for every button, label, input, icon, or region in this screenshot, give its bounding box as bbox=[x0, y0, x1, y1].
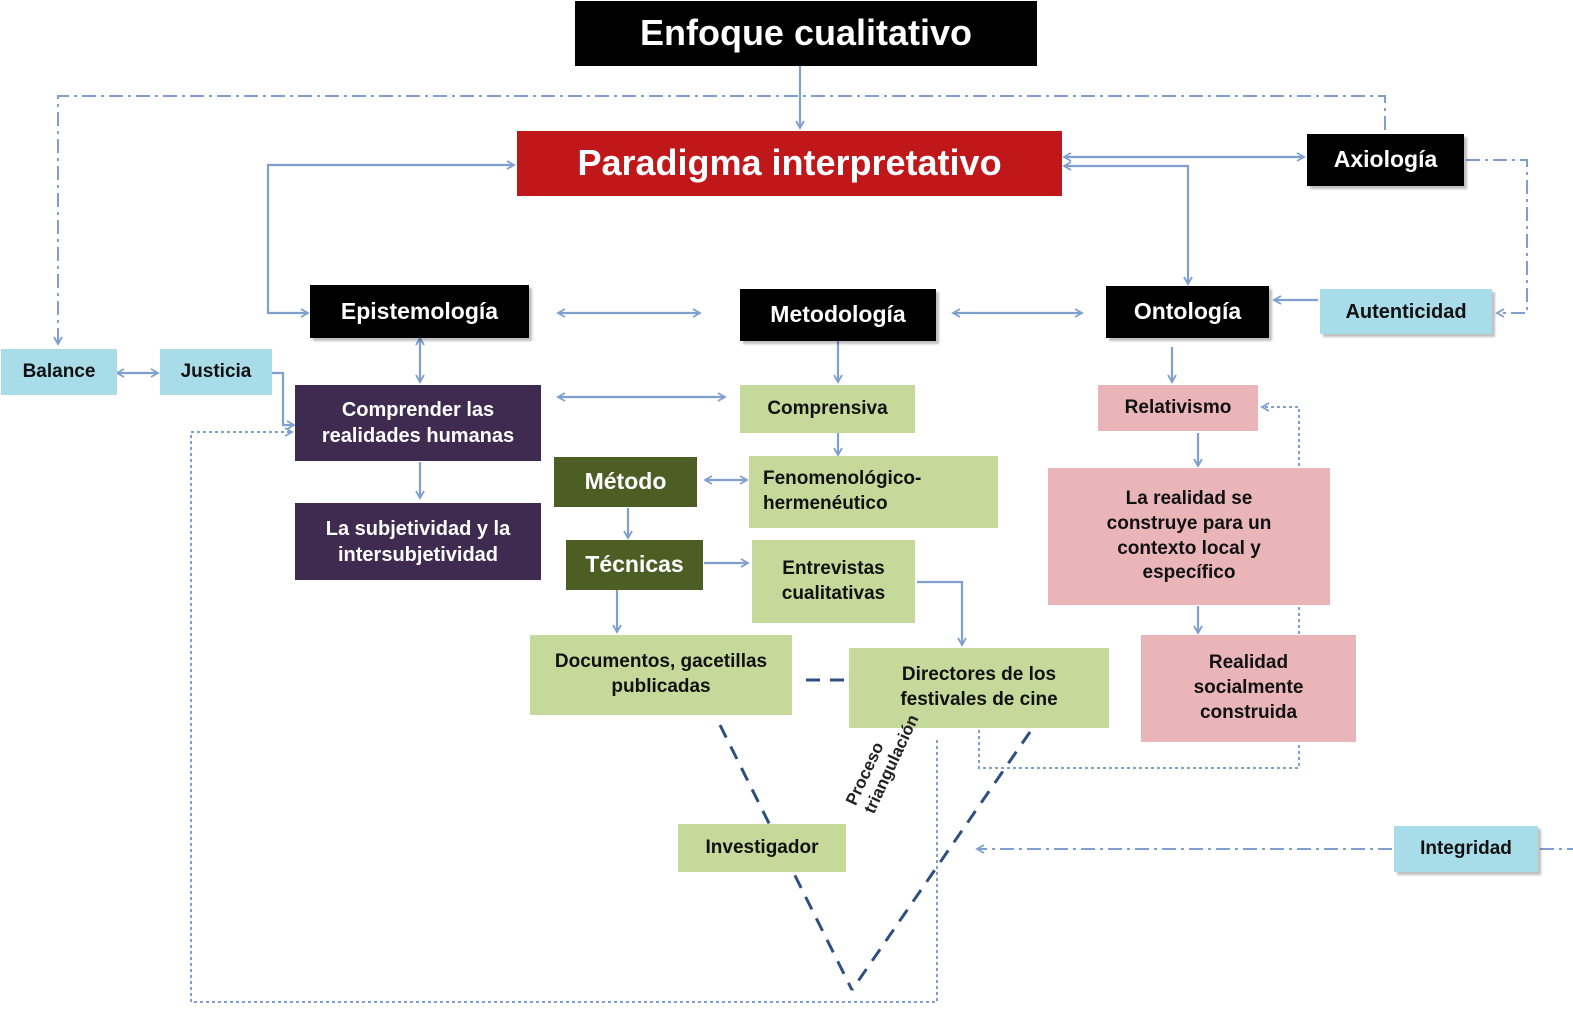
justice-box: Justicia bbox=[160, 349, 272, 395]
epistemology-box: Epistemología bbox=[310, 285, 529, 338]
title-box: Enfoque cualitativo bbox=[575, 1, 1037, 66]
documents-box: Documentos, gacetillas publicadas bbox=[530, 635, 792, 715]
documents-label: Documentos, gacetillas publicadas bbox=[554, 651, 768, 697]
understand-box: Comprender las realidades humanas bbox=[295, 385, 541, 461]
method-box: Método bbox=[554, 457, 697, 507]
ontology-label: Ontología bbox=[1133, 298, 1242, 325]
reality-constructed-label: La realidad se construye para un context… bbox=[1106, 488, 1272, 584]
reality-constructed-box: La realidad se construye para un context… bbox=[1048, 468, 1330, 605]
axiology-label: Axiología bbox=[1333, 146, 1438, 173]
methodology-box: Metodología bbox=[740, 289, 936, 341]
arrow-paradigm-ontology bbox=[1062, 161, 1193, 286]
paradigm-label: Paradigma interpretativo bbox=[577, 142, 1002, 184]
social-reality-box: Realidad socialmente construida bbox=[1141, 635, 1356, 742]
directors-label: Directores de los festivales de cine bbox=[900, 664, 1058, 710]
techniques-box: Técnicas bbox=[566, 540, 703, 590]
relativism-label: Relativismo bbox=[1124, 396, 1232, 418]
interviews-label: Entrevistas cualitativas bbox=[781, 557, 886, 604]
integridad-box: Integridad bbox=[1394, 826, 1538, 872]
integridad-label: Integridad bbox=[1420, 837, 1512, 859]
title: Enfoque cualitativo bbox=[639, 12, 973, 54]
researcher-box: Investigador bbox=[678, 824, 846, 872]
relativism-box: Relativismo bbox=[1098, 385, 1258, 431]
comprehensive-label: Comprensiva bbox=[767, 397, 888, 419]
social-reality-label: Realidad socialmente construida bbox=[1193, 652, 1304, 723]
arrow-justice-understand bbox=[272, 371, 296, 430]
comprehensive-box: Comprensiva bbox=[740, 385, 915, 433]
paradigm-box: Paradigma interpretativo bbox=[517, 131, 1062, 196]
justice-label: Justicia bbox=[180, 360, 252, 382]
balance-label: Balance bbox=[22, 360, 96, 382]
autenticidad-box: Autenticidad bbox=[1320, 289, 1492, 334]
understand-label: Comprender las realidades humanas bbox=[321, 399, 515, 447]
epistemology-label: Epistemología bbox=[340, 297, 499, 324]
dashdot-axiology-autenticidad bbox=[1466, 159, 1528, 318]
arrow-paradigm-epistemology bbox=[266, 160, 516, 318]
axiology-box: Axiología bbox=[1307, 134, 1464, 186]
dotted-loop-understand bbox=[190, 427, 938, 1003]
fenomenologico-box: Fenomenológico-hermenéutico bbox=[749, 456, 998, 528]
researcher-label: Investigador bbox=[705, 836, 819, 858]
dashdot-axiology-balance bbox=[53, 95, 1386, 346]
subjectivity-box: La subjetividad y la intersubjetividad bbox=[295, 503, 541, 580]
techniques-label: Técnicas bbox=[585, 551, 684, 578]
dotted-loop-relativism bbox=[978, 402, 1300, 769]
triangulation-right-leg bbox=[850, 731, 1032, 991]
method-label: Método bbox=[584, 468, 667, 495]
directors-box: Directores de los festivales de cine bbox=[849, 648, 1109, 728]
fenomenologico-label: Fenomenológico-hermenéutico bbox=[763, 468, 922, 514]
arrow-interviews-directors bbox=[917, 580, 967, 647]
balance-box: Balance bbox=[1, 349, 117, 395]
ontology-box: Ontología bbox=[1106, 286, 1269, 338]
interviews-box: Entrevistas cualitativas bbox=[752, 540, 915, 623]
autenticidad-label: Autenticidad bbox=[1345, 300, 1467, 323]
subjectivity-label: La subjetividad y la intersubjetividad bbox=[325, 517, 511, 566]
methodology-label: Metodología bbox=[770, 301, 906, 328]
